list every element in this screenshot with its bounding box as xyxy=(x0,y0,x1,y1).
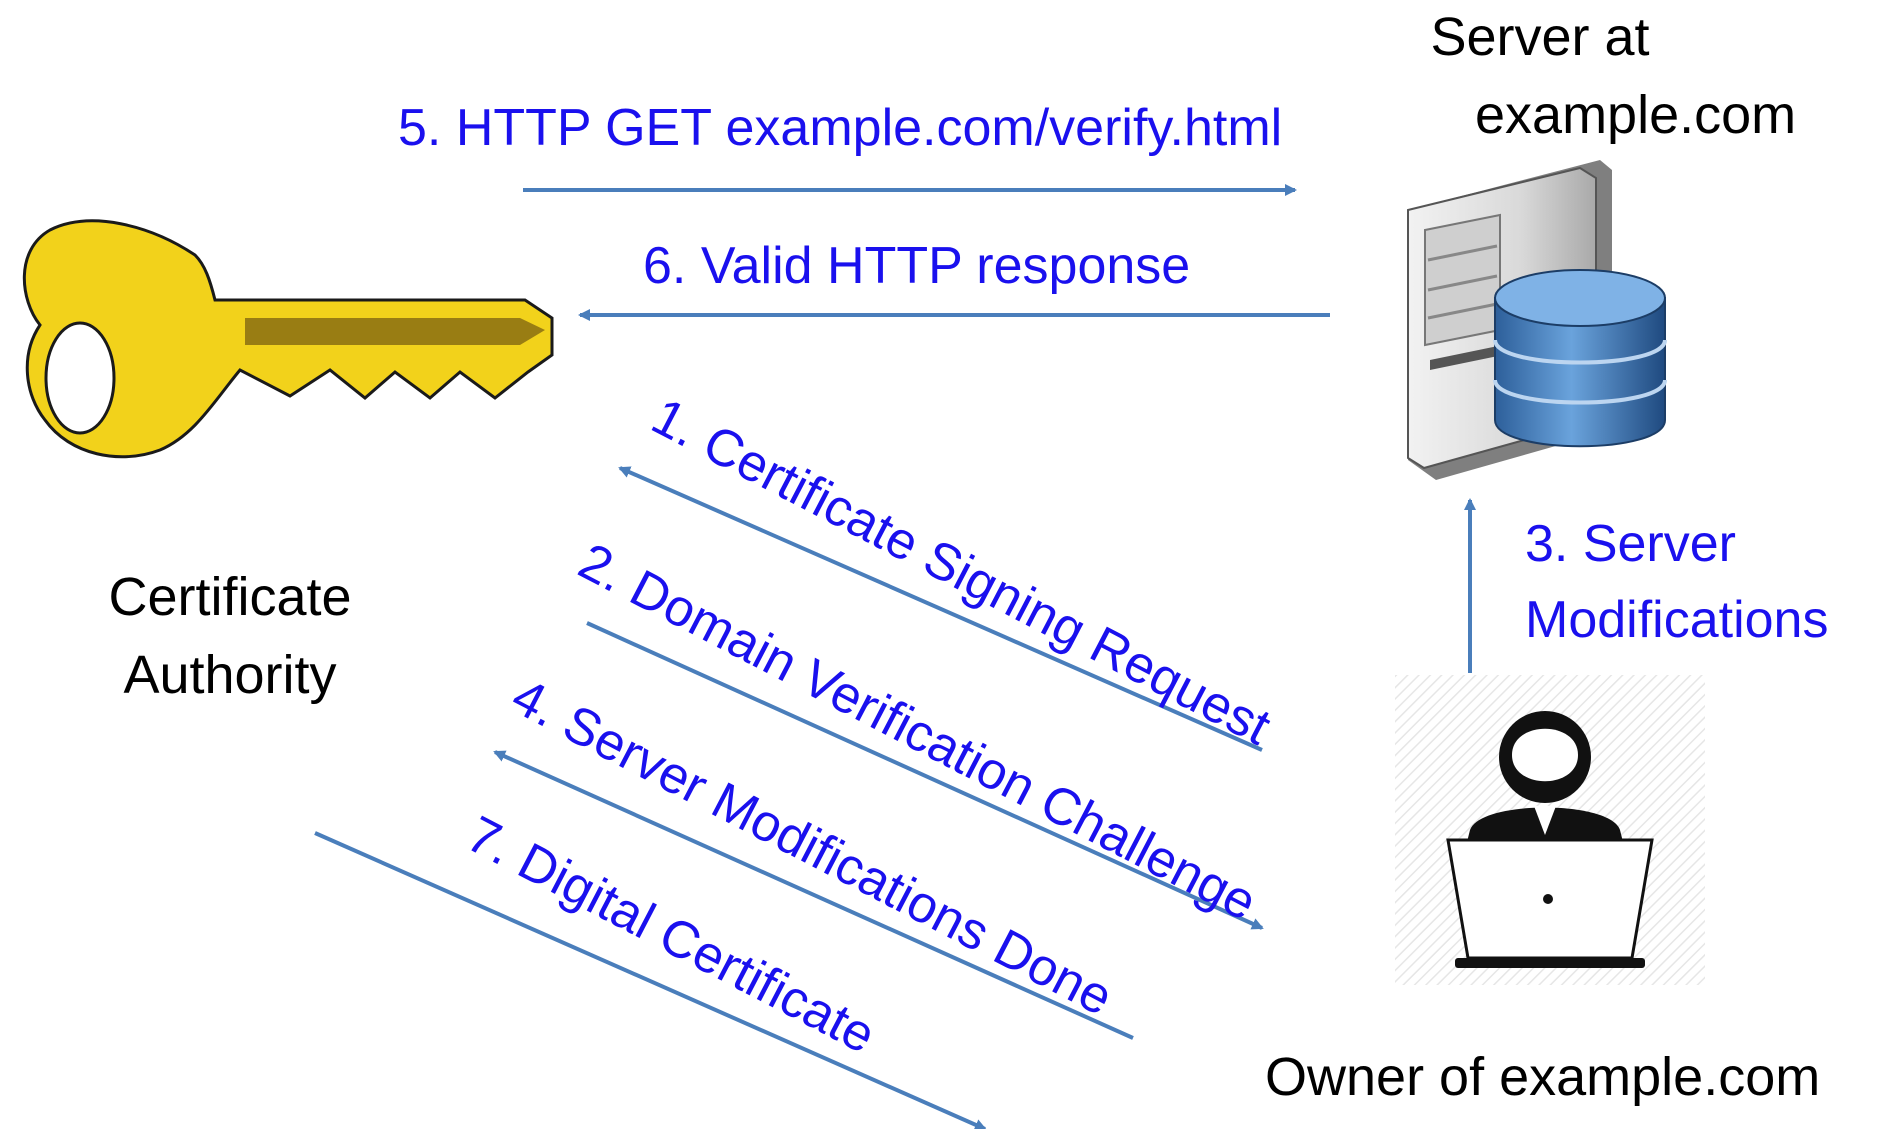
ca-label-line2: Authority xyxy=(123,645,337,705)
step4-arrow xyxy=(493,750,1134,1040)
person-laptop-icon xyxy=(1395,675,1705,985)
server-label: Server at example.com xyxy=(1415,7,1797,145)
step1-arrow xyxy=(618,466,1263,752)
server-label-line1: Server at xyxy=(1430,7,1650,67)
owner-label: Owner of example.com xyxy=(1265,1047,1821,1107)
step2-arrow xyxy=(586,621,1264,930)
key-icon xyxy=(22,219,554,459)
step3-label: 3. Server Modifications xyxy=(1525,518,1828,646)
ca-label: Certificate Authority xyxy=(80,570,380,702)
server-database-icon xyxy=(1407,160,1667,480)
step6-label: 6. Valid HTTP response xyxy=(643,237,1191,295)
server-label-line2: example.com xyxy=(1475,85,1797,145)
ca-label-line1: Certificate xyxy=(108,567,352,627)
step5-label: 5. HTTP GET example.com/verify.html xyxy=(398,99,1283,157)
arrows-layer xyxy=(314,184,1476,1131)
step3-label-line2: Modifications xyxy=(1525,591,1829,649)
step3-label-line1: 3. Server xyxy=(1525,515,1736,573)
step7-arrow xyxy=(314,831,987,1131)
